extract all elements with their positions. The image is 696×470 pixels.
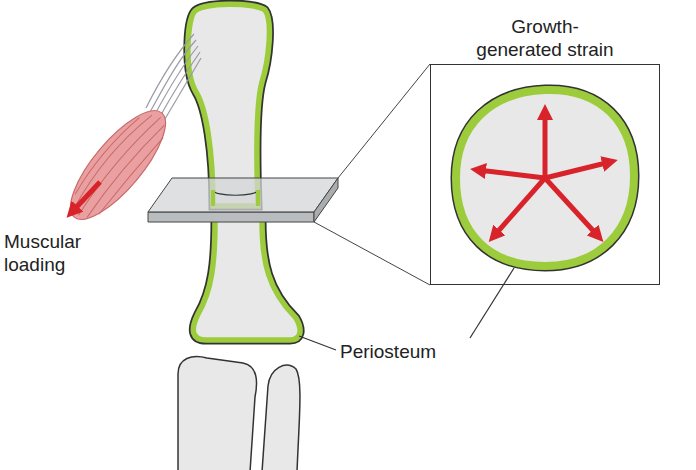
carpal-bone <box>262 365 300 470</box>
cross-section <box>456 90 634 266</box>
section-plane <box>148 178 338 222</box>
projection-line <box>338 64 430 178</box>
force-label: Muscular loading <box>4 230 104 276</box>
bone-lower <box>193 220 300 340</box>
inset-title: Growth-generated strain <box>476 15 615 65</box>
leader-line <box>299 336 336 350</box>
leader-line <box>470 268 514 338</box>
part-label: Periosteum <box>340 340 436 363</box>
bone-upper <box>188 4 270 206</box>
strain-arrow <box>478 112 610 236</box>
projection-line <box>314 222 430 285</box>
load-arrow <box>72 182 100 212</box>
carpal-bone <box>178 357 257 470</box>
inset-box: Growth-generated strain <box>430 64 660 285</box>
